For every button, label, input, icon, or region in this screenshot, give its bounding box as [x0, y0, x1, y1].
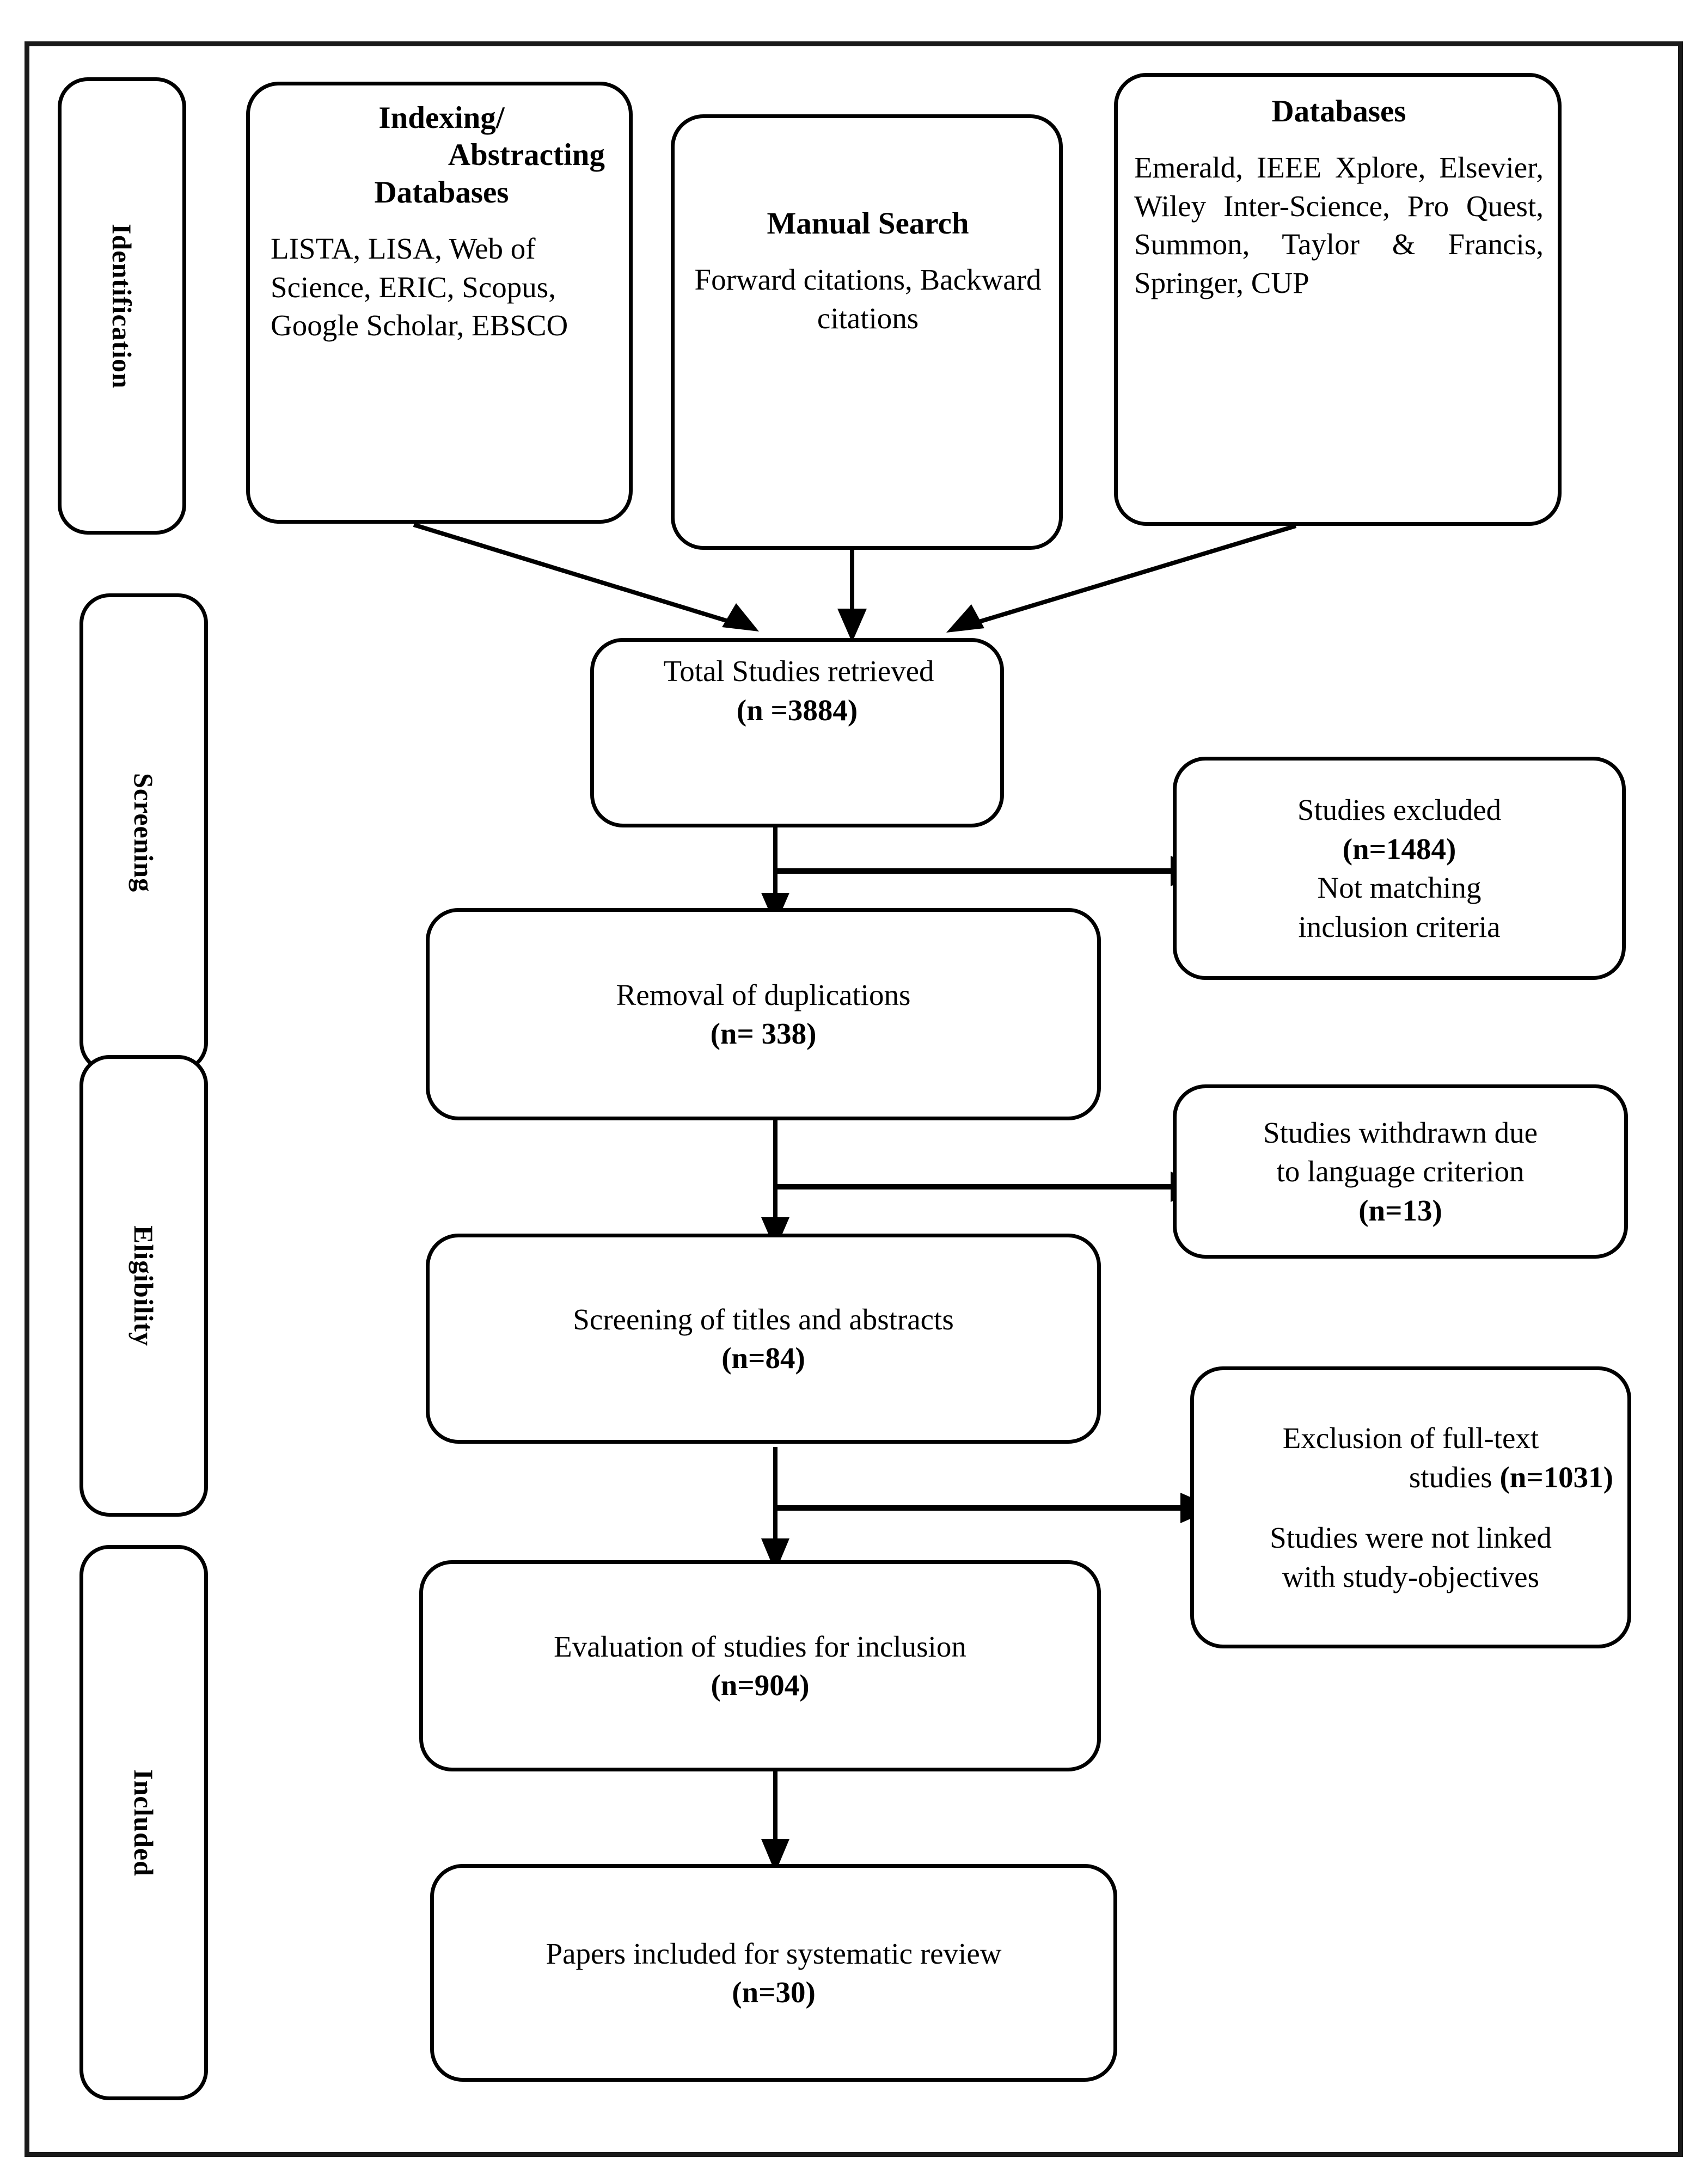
exclusion-full-text-line2: Studies were not linked — [1270, 1521, 1552, 1554]
stage-screening-label: Screening — [128, 773, 159, 893]
exclusion-studies-excluded-line1: Studies excluded — [1297, 793, 1502, 826]
flow-total-retrieved-line1: Total Studies retrieved — [663, 654, 934, 688]
exclusion-box-studies-withdrawn: Studies withdrawn due to language criter… — [1173, 1084, 1628, 1259]
source-box-manual-search: Manual Search Forward citations, Backwar… — [671, 114, 1063, 550]
exclusion-studies-excluded-line2: (n=1484) — [1342, 832, 1456, 866]
exclusion-studies-withdrawn-line1: Studies withdrawn due — [1263, 1115, 1538, 1149]
source-manual-search-heading: Manual Search — [767, 206, 969, 241]
source-databases-body: Emerald, IEEE Xplore, Elsevier, Wiley In… — [1134, 151, 1544, 299]
flow-screening-line1: Screening of titles and abstracts — [573, 1302, 954, 1336]
flow-screening-line2: (n=84) — [721, 1341, 805, 1375]
flow-box-screening-titles-abstracts: Screening of titles and abstracts (n=84) — [426, 1234, 1101, 1444]
stage-screening: Screening — [79, 593, 208, 1072]
exclusion-studies-withdrawn-line3: (n=13) — [1358, 1193, 1442, 1227]
stage-included-label: Included — [128, 1769, 159, 1877]
source-indexing-heading-line1: Indexing/ — [378, 101, 505, 135]
flow-box-papers-included: Papers included for systematic review (n… — [430, 1864, 1117, 2082]
flow-papers-line2: (n=30) — [732, 1976, 816, 2009]
source-indexing-heading-line2: Abstracting — [448, 138, 605, 173]
exclusion-full-text-line1a: Exclusion of full-text — [1282, 1421, 1539, 1455]
exclusion-studies-excluded-line4: inclusion criteria — [1298, 910, 1501, 943]
flow-box-total-retrieved: Total Studies retrieved (n =3884) — [590, 638, 1004, 827]
stage-included: Included — [79, 1545, 208, 2100]
flow-box-evaluation-inclusion: Evaluation of studies for inclusion (n=9… — [419, 1560, 1101, 1771]
exclusion-full-text-line1b-row: studies (n=1031) — [1208, 1458, 1613, 1497]
exclusion-box-studies-excluded: Studies excluded (n=1484) Not matching i… — [1173, 757, 1626, 980]
source-box-databases: Databases Emerald, IEEE Xplore, Elsevier… — [1114, 73, 1562, 526]
source-databases-heading: Databases — [1271, 94, 1406, 128]
exclusion-box-exclusion-full-text: Exclusion of full-text studies (n=1031) … — [1190, 1366, 1631, 1648]
source-manual-search-body: Forward citations, Backward citations — [694, 263, 1042, 335]
exclusion-full-text-line3: with study-objectives — [1282, 1560, 1539, 1593]
stage-identification-label: Identification — [107, 223, 137, 389]
flow-removal-line2: (n= 338) — [710, 1017, 817, 1050]
flow-evaluation-line2: (n=904) — [711, 1669, 810, 1702]
source-indexing-body: LISTA, LISA, Web of Science, ERIC, Scopu… — [271, 232, 568, 342]
source-box-indexing-abstracting: Indexing/ Abstracting Databases LISTA, L… — [246, 82, 633, 524]
stage-eligibility-label: Eligibility — [128, 1225, 159, 1347]
source-indexing-heading-line3: Databases — [374, 175, 509, 210]
flow-box-removal-duplications: Removal of duplications (n= 338) — [426, 908, 1101, 1120]
exclusion-full-text-line1c: (n=1031) — [1499, 1460, 1613, 1494]
stage-identification: Identification — [58, 77, 186, 535]
exclusion-studies-excluded-line3: Not matching — [1317, 871, 1482, 904]
stage-eligibility: Eligibility — [79, 1055, 208, 1517]
flow-papers-line1: Papers included for systematic review — [546, 1936, 1002, 1970]
exclusion-full-text-line1b: studies — [1409, 1460, 1500, 1494]
flow-removal-line1: Removal of duplications — [616, 978, 911, 1011]
flow-evaluation-line1: Evaluation of studies for inclusion — [554, 1629, 966, 1663]
exclusion-studies-withdrawn-line2: to language criterion — [1276, 1155, 1525, 1188]
flow-total-retrieved-line2: (n =3884) — [736, 693, 858, 727]
